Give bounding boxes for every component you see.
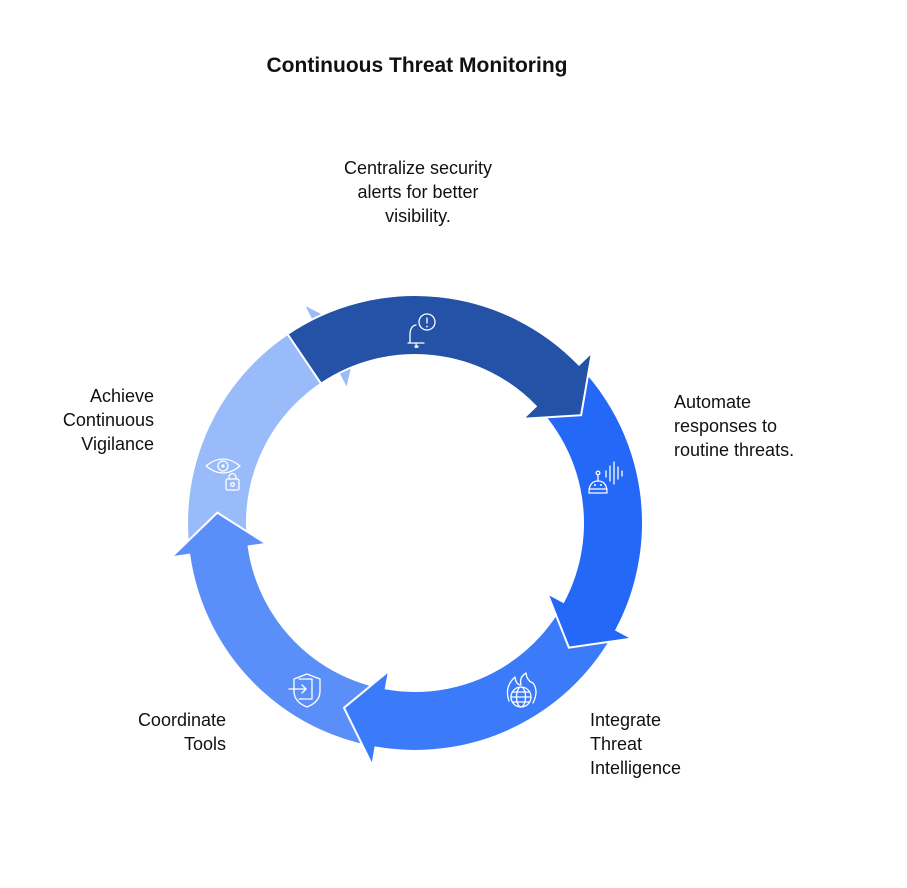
step-label-integrate: Integrate Threat Intelligence [590,710,682,778]
step-label-centralize: Centralize security alerts for better vi… [343,158,493,226]
step-label-vigilance: Achieve Continuous Vigilance [62,386,154,454]
robot-voice-icon [588,461,623,494]
diagram-title: Continuous Threat Monitoring [266,54,568,77]
step-label-coordinate: Coordinate Tools [137,710,226,754]
globe-flame-icon [506,672,537,708]
arrow-segment-automate [516,341,644,649]
arrow-segment-centralize [286,294,594,420]
eye-lock-icon [205,458,241,491]
step-label-automate: Automate responses to routine threats. [674,392,795,460]
shield-enter-icon [288,673,321,708]
arrow-segment-coordinate [168,511,411,752]
arrow-segment-integrate [342,579,631,769]
bell-alert-icon [407,313,436,349]
